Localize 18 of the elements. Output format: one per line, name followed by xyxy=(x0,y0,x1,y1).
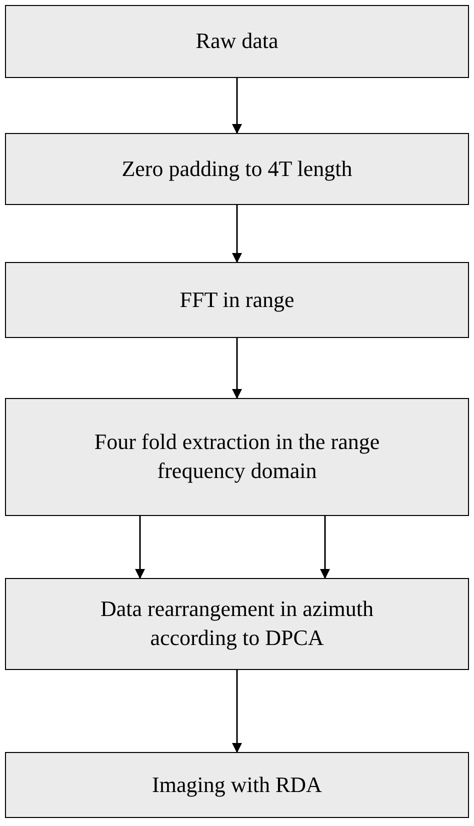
arrow xyxy=(135,516,145,579)
process-box xyxy=(5,398,469,516)
process-box xyxy=(5,752,469,818)
process-box xyxy=(5,133,469,205)
process-box xyxy=(5,578,469,670)
process-box xyxy=(5,262,469,338)
step-text: Zero padding to 4T length xyxy=(120,154,354,183)
arrow xyxy=(320,516,330,579)
step-text: Data rearrangement in azimuth according to DPCA xyxy=(99,595,375,652)
step-text: Raw data xyxy=(194,27,280,56)
arrow xyxy=(232,78,242,134)
step-text: FFT in range xyxy=(178,286,296,314)
arrow xyxy=(232,338,242,399)
arrow xyxy=(232,205,242,263)
arrow xyxy=(232,670,242,753)
step-text: Imaging with RDA xyxy=(151,770,323,799)
step-text: Four fold extraction in the range frequency domain xyxy=(93,428,381,485)
process-box xyxy=(5,5,469,78)
